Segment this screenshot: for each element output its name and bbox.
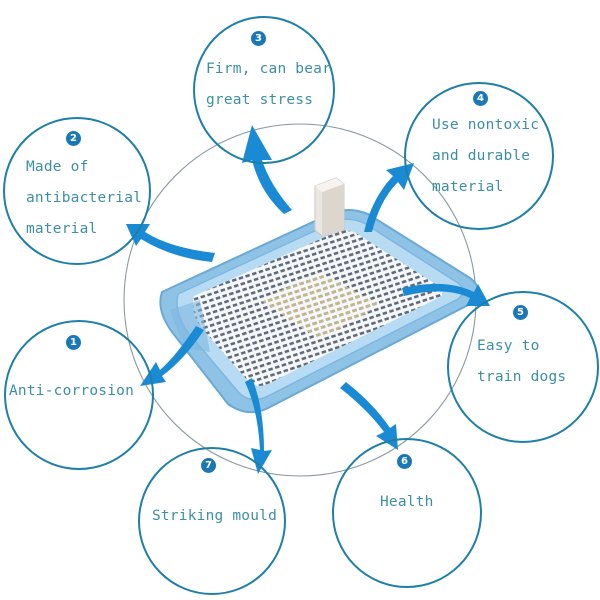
badge-1: 1	[66, 335, 81, 350]
feature-circle-6	[332, 438, 482, 588]
feature-5-text: Easy to train dogs	[477, 331, 566, 393]
feature-2-line: material	[26, 221, 98, 237]
arrow-to-feature-5	[402, 283, 490, 306]
feature-4-text: Use nontoxic and durable material	[432, 110, 539, 203]
badge-6: 6	[397, 454, 412, 469]
feature-4-line: and durable	[432, 148, 531, 164]
feature-7-text: Striking mould	[152, 501, 277, 532]
feature-1-text: Anti-corrosion	[9, 376, 134, 407]
feature-5-line: train dogs	[477, 369, 567, 385]
badge-4: 4	[473, 91, 488, 106]
arrow-to-feature-4	[364, 163, 414, 232]
badge-7: 7	[201, 458, 216, 473]
feature-circle-2	[3, 117, 151, 265]
grid-mesh-print	[260, 272, 380, 340]
feature-3-text: Firm, can bear great stress	[206, 54, 331, 116]
badge-5: 5	[513, 305, 528, 320]
feature-1-line: Anti-corrosion	[9, 383, 135, 399]
feature-5-line: Easy to	[477, 338, 540, 354]
arrow-to-feature-6	[340, 382, 398, 450]
feature-4-line: material	[432, 179, 504, 195]
feature-3-line: great stress	[206, 92, 314, 108]
odor-post	[314, 177, 345, 237]
feature-circle-7	[138, 447, 286, 595]
feature-2-text: Made of antibacterial material	[26, 152, 142, 245]
feature-circle-3	[193, 16, 335, 164]
feature-circle-4	[404, 82, 554, 230]
feature-3-line: Firm, can bear	[206, 61, 332, 77]
badge-3: 3	[251, 31, 266, 46]
feature-6-text: Health	[380, 487, 434, 518]
arrow-to-feature-2	[126, 224, 215, 262]
pee-tray-image	[159, 177, 479, 414]
feature-2-line: Made of	[26, 159, 89, 175]
arrow-to-feature-1	[140, 326, 204, 386]
arrow-to-feature-7	[245, 378, 272, 474]
feature-circle-5	[447, 291, 599, 443]
feature-2-line: antibacterial	[26, 190, 143, 206]
feature-4-line: Use nontoxic	[432, 117, 540, 133]
feature-circle-1	[4, 320, 154, 470]
feature-6-line: Health	[380, 494, 434, 510]
feature-7-line: Striking mould	[152, 508, 278, 524]
badge-2: 2	[66, 131, 81, 146]
